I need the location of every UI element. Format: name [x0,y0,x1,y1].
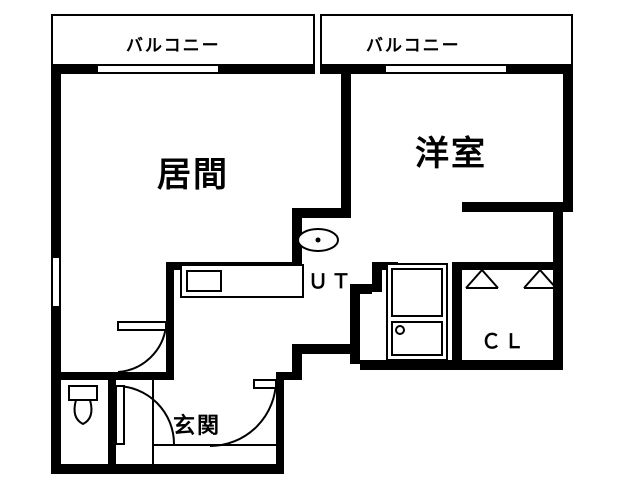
wall-corridor-left [166,262,174,380]
utility-label: ＵＴ [308,269,354,293]
wall-ut-top [292,208,351,218]
wall-ut-right-top [350,284,372,294]
wall-right-upper [563,64,573,210]
wall-bath-upper-top [372,262,398,270]
bath-tub [391,268,443,317]
wall-notch-horizontal [462,202,573,212]
wall-closet-bottom [462,360,563,370]
bath-floor-pan [391,321,443,356]
wall-ut-lower-left [292,344,302,380]
window-gap-bedroom [386,66,506,72]
genkan-step-line [152,380,154,464]
balcony-left-label: バルコニー [126,36,221,56]
wall-toilet-right [108,372,116,464]
genkan-step-line-bottom [152,444,276,446]
kitchen-counter [180,264,304,298]
wall-corridor-bottom [284,372,302,380]
balcony-right-label: バルコニー [366,36,461,56]
wall-bottom-exterior [51,464,283,474]
wall-living-bedroom [341,64,351,216]
wall-closet-top [452,262,563,270]
wall-right-lower [553,202,563,370]
kitchen-sink-basin [186,270,222,292]
wall-ut-left [292,208,302,270]
window-gap-living [98,66,218,72]
window-gap-left [53,258,59,306]
bedroom-label: 洋室 [415,134,487,174]
wall-bath-left [350,284,360,364]
wall-entrance-right [276,372,284,474]
living-room-label: 居間 [157,155,229,195]
wall-bath-upper-left [372,262,382,292]
wall-bath-right [452,262,462,370]
entrance-label: 玄関 [173,414,222,439]
wall-bath-bottom [360,360,462,370]
balcony-right-outline [320,14,573,66]
closet-label: ＣＬ [481,329,527,353]
wall-ut-lower-bottom [292,344,360,354]
